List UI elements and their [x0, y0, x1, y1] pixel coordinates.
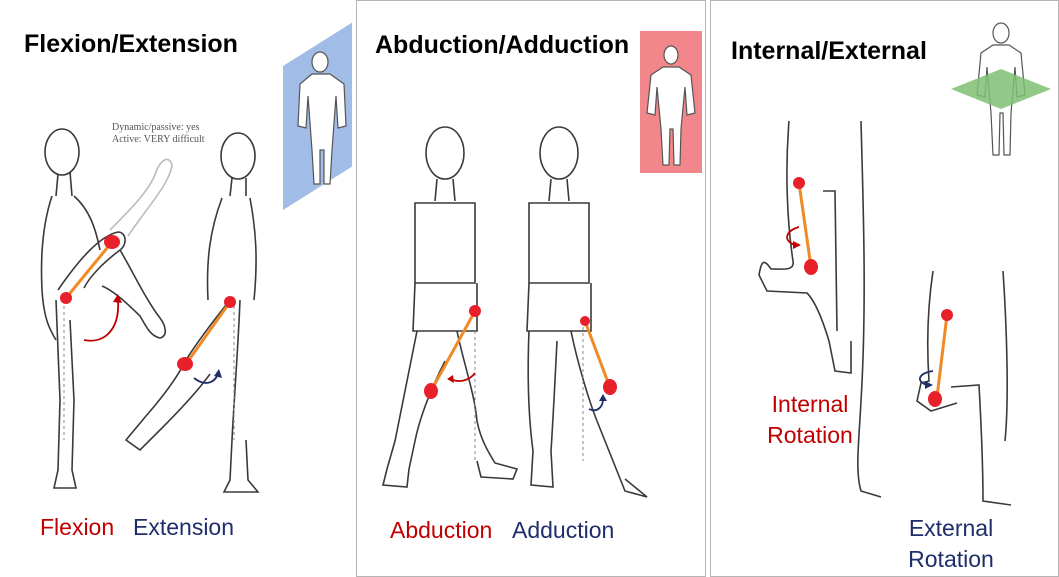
external-rotation-label: External Rotation: [891, 513, 1011, 575]
hip-joint-marker: [941, 309, 953, 321]
knee-joint-marker: [424, 383, 438, 399]
internal-external-panel: Internal/External Internal Rotation Exte…: [710, 0, 1059, 577]
flexion-extension-illustration: [0, 0, 352, 577]
abduction-adduction-panel: Abduction/Adduction Abduction Adduction: [356, 0, 706, 577]
hip-joint-marker: [224, 296, 236, 308]
hip-joint-marker: [60, 292, 72, 304]
knee-joint-marker: [804, 259, 818, 275]
panel-title: Abduction/Adduction: [375, 31, 629, 60]
knee-joint-marker: [928, 391, 942, 407]
sagittal-plane-icon: [283, 22, 352, 210]
knee-joint-marker: [603, 379, 617, 395]
walking-figure-right: [126, 133, 258, 492]
label-line: Rotation: [891, 544, 1011, 575]
flexion-arrow-icon: [84, 300, 118, 341]
hip-joint-marker: [580, 316, 590, 326]
transverse-plane-icon: [951, 23, 1051, 155]
frontal-plane-icon: [640, 31, 702, 173]
extension-label: Extension: [133, 514, 234, 541]
abduction-arrow-icon: [451, 373, 475, 381]
label-line: Rotation: [755, 420, 865, 451]
adduction-figure: [527, 127, 647, 497]
abduction-label: Abduction: [390, 517, 492, 544]
adduction-label: Adduction: [512, 517, 614, 544]
panel-title: Flexion/Extension: [24, 30, 238, 59]
abduction-adduction-illustration: [357, 1, 706, 577]
label-line: External: [891, 513, 1011, 544]
external-rotation-leg: [917, 271, 1011, 505]
abduction-figure: [383, 127, 517, 487]
label-line: Internal: [755, 389, 865, 420]
passive-note: Dynamic/passive: yes Active: VERY diffic…: [112, 122, 205, 146]
flexion-extension-panel: Flexion/Extension Dynamic/passive: yes A…: [0, 0, 352, 577]
note-line: Active: VERY difficult: [112, 134, 205, 146]
knee-joint-marker: [177, 357, 193, 371]
note-line: Dynamic/passive: yes: [112, 122, 205, 134]
standing-figure-left: [41, 129, 172, 488]
hip-joint-marker: [469, 305, 481, 317]
internal-rotation-label: Internal Rotation: [755, 389, 865, 451]
panel-title: Internal/External: [731, 37, 927, 66]
internal-external-illustration: [711, 1, 1059, 577]
flexion-label: Flexion: [40, 514, 114, 541]
hip-joint-marker: [793, 177, 805, 189]
knee-joint-marker: [104, 235, 120, 249]
